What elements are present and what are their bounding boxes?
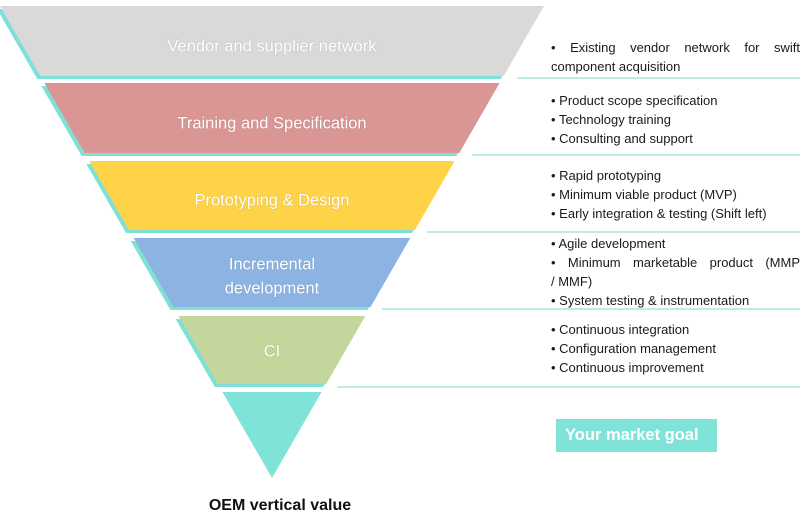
bullet-item: • System testing & instrumentation <box>551 293 750 308</box>
stage-band-incremental <box>133 238 411 307</box>
stage-band-prototyping <box>89 161 455 230</box>
stage-bullets-prototyping: • Rapid prototyping • Minimum viable pro… <box>551 166 800 223</box>
bullet-item: • Product scope specification <box>551 93 718 108</box>
bullet-item: • Consulting and support <box>551 131 693 146</box>
stage-label-prototyping: Prototyping & Design <box>194 191 349 209</box>
bullet-item: • Agile development <box>551 236 666 251</box>
oem-vertical-value-label: OEM vertical value <box>208 497 352 514</box>
bullet-item: • Technology training <box>551 112 671 127</box>
market-goal-box: Your market goal <box>556 419 717 452</box>
bullet-item: • Configuration management <box>551 341 716 356</box>
bullet-item: • Existing vendor network for swift comp… <box>551 40 800 74</box>
stage-band-training <box>44 83 500 153</box>
stage-bullets-ci: • Continuous integration • Configuration… <box>551 320 800 377</box>
bullet-item: • Early integration & testing (Shift lef… <box>551 206 767 221</box>
stage-bullets-incremental: • Agile development • Minimum marketable… <box>551 234 800 310</box>
bullet-item: • Continuous integration <box>551 322 690 337</box>
stage-bullets-training: • Product scope specification • Technolo… <box>551 91 800 148</box>
stage-label-training: Training and Specification <box>177 114 366 132</box>
stage-label-vendor: Vendor and supplier network <box>167 37 377 55</box>
bullet-item: • Continuous improvement <box>551 360 704 375</box>
goal-tip-triangle <box>222 392 322 478</box>
bullet-item: • Minimum marketable product (MMP / MMF) <box>551 255 800 289</box>
stage-label-incremental-line1: Incremental <box>229 255 315 273</box>
bullet-item: • Rapid prototyping <box>551 168 662 183</box>
stage-label-ci: CI <box>264 342 281 360</box>
stage-band-vendor <box>0 6 544 76</box>
stage-bullets-vendor: • Existing vendor network for swift comp… <box>551 38 800 76</box>
stage-band-ci <box>178 316 366 384</box>
stage-label-incremental-line2: development <box>225 279 320 297</box>
bullet-item: • Minimum viable product (MVP) <box>551 187 737 202</box>
